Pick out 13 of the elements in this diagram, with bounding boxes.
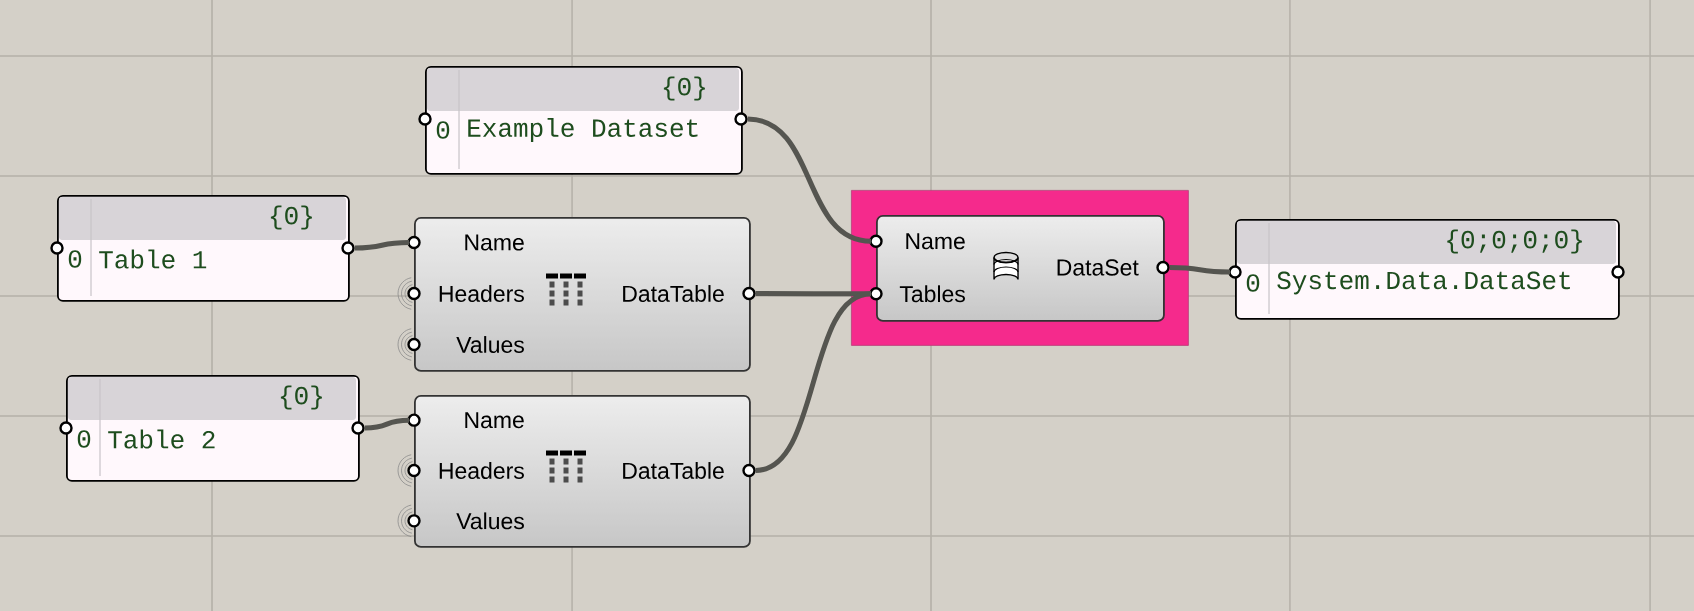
panel-box: {0;0;0;0} 0 System.Data.DataSet xyxy=(1228,219,1625,320)
wire xyxy=(364,417,410,431)
wire xyxy=(755,291,871,297)
panel-box: {0} 0 Example Dataset xyxy=(418,66,748,175)
panel-box: {0} 0 Table 2 xyxy=(59,375,365,482)
panel-box: {0} 0 Table 1 xyxy=(50,195,355,302)
component-box: Name Tables DataSet xyxy=(869,215,1170,322)
component-box: Name Headers Values DataTable xyxy=(397,217,756,372)
component-box: Name Headers Values DataTable xyxy=(397,395,756,548)
wire xyxy=(755,291,872,473)
wire xyxy=(354,240,410,251)
wire xyxy=(747,116,872,244)
wire xyxy=(1169,265,1231,275)
